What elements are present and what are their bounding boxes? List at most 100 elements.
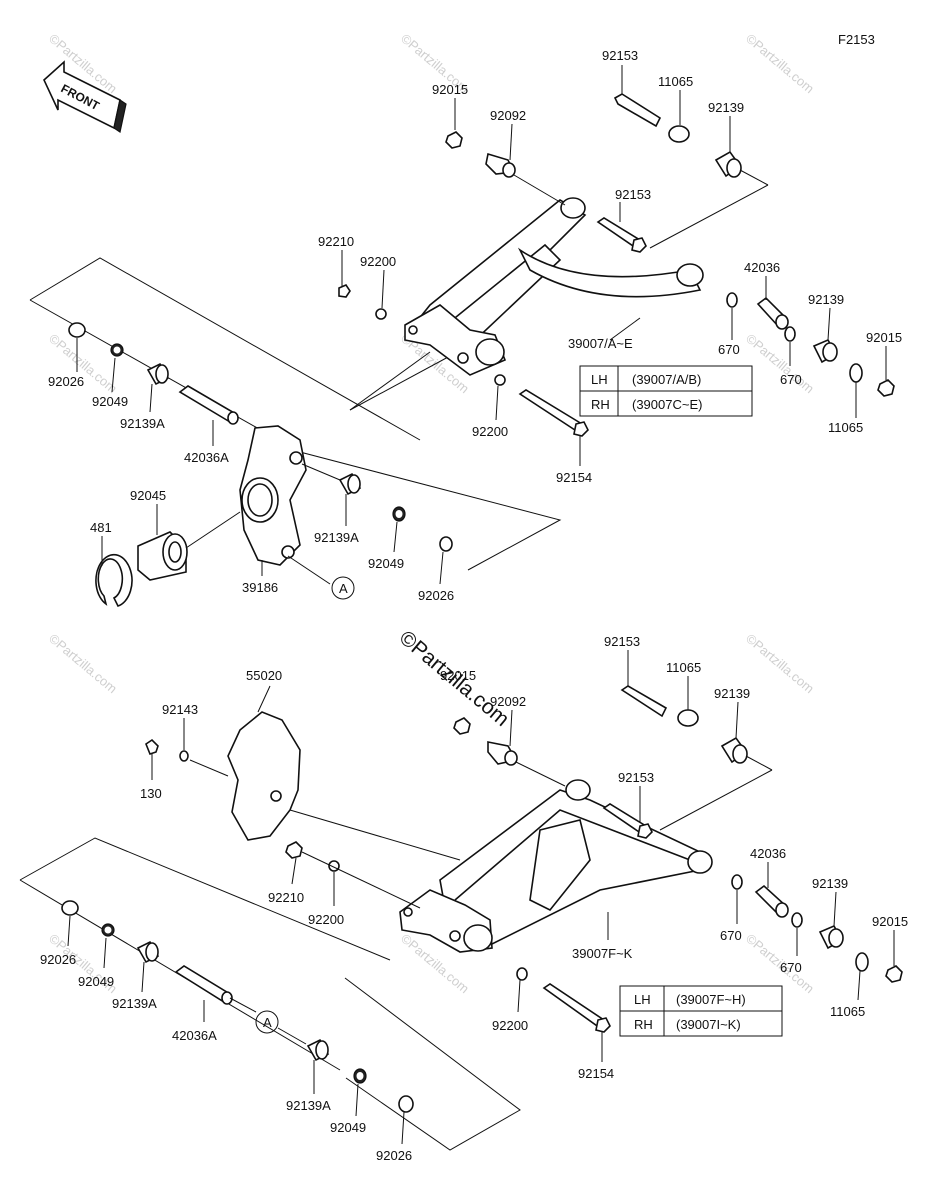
part-label: 92026 <box>40 952 76 967</box>
side-table: LH (39007/A/B) RH (39007C~E) <box>579 365 753 417</box>
part-label: 92143 <box>162 702 198 717</box>
ref-circle <box>255 1010 279 1034</box>
a-arm-rear-tube <box>517 247 702 298</box>
part-label: 92026 <box>48 374 84 389</box>
a-arm-rear-bushing-boss <box>676 263 704 287</box>
washer-11065 <box>855 952 869 972</box>
part-label: 92092 <box>490 694 526 709</box>
part-label: 670 <box>718 342 740 357</box>
part-label: 11065 <box>828 420 863 435</box>
part-label: 92210 <box>318 234 354 249</box>
upper-assembly: 92153 11065 92015 92092 92139 92153 9221… <box>29 48 902 607</box>
cover-55020 <box>227 711 301 841</box>
washer-92200 <box>494 374 506 386</box>
bolt-92154 <box>542 983 606 1030</box>
circlip-481 <box>95 553 133 607</box>
a-arm-pivot-boss <box>475 338 505 366</box>
o-ring-670 <box>784 326 796 342</box>
part-label: 92049 <box>92 394 128 409</box>
part-label: 92015 <box>872 914 908 929</box>
part-label: 92015 <box>866 330 902 345</box>
part-label: 92049 <box>78 974 114 989</box>
part-label: 11065 <box>830 1004 865 1019</box>
bolt-92154 <box>518 389 584 434</box>
part-label: 92154 <box>556 470 592 485</box>
part-label: 92153 <box>604 634 640 649</box>
table-cell: LH <box>634 992 651 1007</box>
part-label: 92049 <box>368 556 404 571</box>
table-cell: (39007I~K) <box>676 1017 741 1032</box>
part-label: 39007F~K <box>572 946 633 961</box>
washer-11065 <box>677 709 699 727</box>
part-label: 92200 <box>492 1018 528 1033</box>
watermark: ©Partzilla.com <box>46 631 120 696</box>
part-label: 92015 <box>440 668 476 683</box>
part-label: 92210 <box>268 890 304 905</box>
washer-92026 <box>439 536 453 552</box>
part-label: 92139 <box>812 876 848 891</box>
part-label: 39186 <box>242 580 278 595</box>
ref-circle <box>331 576 355 600</box>
part-label: 92139 <box>808 292 844 307</box>
part-label: 92139A <box>112 996 157 1011</box>
ref-label: A <box>339 581 348 596</box>
part-label: 42036A <box>184 450 229 465</box>
lower-assembly: 55020 92143 130 92015 92092 92153 <box>19 634 908 1163</box>
part-label: 92200 <box>308 912 344 927</box>
nut-92015 <box>885 965 903 983</box>
nut-92015 <box>445 131 463 149</box>
washer-92200 <box>516 967 528 981</box>
washer-92026 <box>398 1095 414 1113</box>
part-label: 42036A <box>172 1028 217 1043</box>
a-arm-gusset <box>529 819 591 912</box>
watermark: ©Partzilla.com <box>743 631 817 696</box>
nut-92015 <box>453 717 471 735</box>
washer-92026 <box>68 322 86 338</box>
part-label: 92139A <box>286 1098 331 1113</box>
washer-92026 <box>61 900 79 916</box>
part-label: 92045 <box>130 488 166 503</box>
table-cell: LH <box>591 372 608 387</box>
part-label: 670 <box>780 960 802 975</box>
a-arm-pivot-hole <box>457 352 469 364</box>
o-ring-670 <box>731 874 743 890</box>
part-label: 92200 <box>360 254 396 269</box>
part-label: 92139A <box>314 530 359 545</box>
part-label: 92153 <box>602 48 638 63</box>
a-arm-bracket-hole <box>408 325 418 335</box>
part-label: 42036 <box>750 846 786 861</box>
frame-outline <box>349 355 451 411</box>
a-arm-pivot-boss <box>463 924 493 952</box>
part-label: 92139 <box>708 100 744 115</box>
part-label: 92049 <box>330 1120 366 1135</box>
table-cell: RH <box>634 1017 653 1032</box>
table-cell: (39007F~H) <box>676 992 746 1007</box>
figure-code: F2153 <box>838 32 875 47</box>
part-label: 92154 <box>578 1066 614 1081</box>
bolt-92153 <box>620 685 668 718</box>
washer-11065 <box>849 363 863 383</box>
table-cell: (39007/A/B) <box>632 372 701 387</box>
part-label: 92026 <box>376 1148 412 1163</box>
part-label: 42036 <box>744 260 780 275</box>
a-arm-front-bushing-boss <box>560 197 586 219</box>
part-label: 481 <box>90 520 112 535</box>
part-label: 130 <box>140 786 162 801</box>
part-label: 39007/A~E <box>568 336 633 351</box>
part-label: 92200 <box>472 424 508 439</box>
table-cell: (39007C~E) <box>632 397 702 412</box>
a-arm-front-bushing-boss <box>565 779 591 801</box>
part-label: 92139A <box>120 416 165 431</box>
nut-92210 <box>338 284 351 298</box>
o-ring-670 <box>791 912 803 928</box>
part-label: 92026 <box>418 588 454 603</box>
nut-92210 <box>285 841 303 859</box>
bolt-92153-top <box>613 65 662 128</box>
washer-92143 <box>179 750 189 762</box>
part-label: 11065 <box>658 74 693 89</box>
part-label: 92153 <box>615 187 651 202</box>
part-label: 92015 <box>432 82 468 97</box>
washer-11065 <box>668 125 690 143</box>
part-label: 670 <box>720 928 742 943</box>
table-cell: RH <box>591 397 610 412</box>
